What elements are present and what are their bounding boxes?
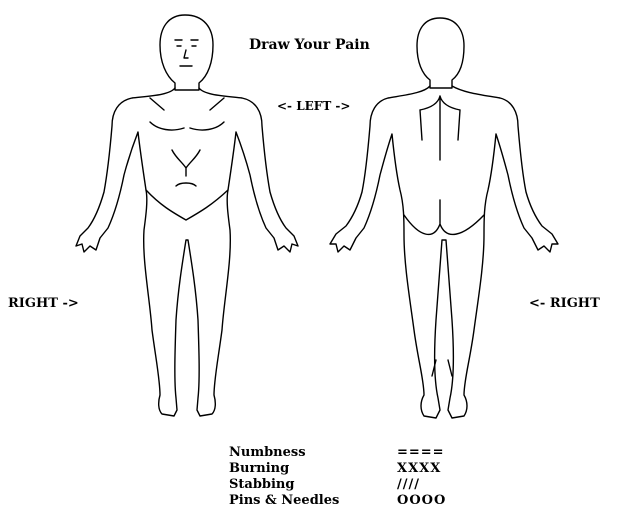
- back-body-figure: [330, 18, 558, 418]
- diagram-title: Draw Your Pain: [249, 37, 370, 53]
- legend-symbol: OOOO: [397, 493, 446, 509]
- front-body-outline: [76, 88, 298, 416]
- front-head: [160, 15, 213, 90]
- legend-name: Numbness: [229, 445, 306, 461]
- back-body-outline: [330, 86, 558, 418]
- front-face: [175, 40, 198, 66]
- front-chest-detail: [146, 98, 228, 220]
- right-label-back: <- RIGHT: [529, 296, 600, 311]
- legend-name: Pins & Needles: [229, 493, 339, 509]
- back-spine-detail: [404, 96, 484, 376]
- left-side-label: <- LEFT ->: [277, 99, 350, 113]
- legend-name: Stabbing: [229, 477, 294, 493]
- back-head: [417, 18, 464, 88]
- front-body-figure: [76, 15, 298, 416]
- legend-symbol: ////: [397, 477, 420, 493]
- legend-name: Burning: [229, 461, 289, 477]
- legend-symbol: ====: [397, 445, 445, 461]
- legend-symbol: XXXX: [397, 461, 441, 477]
- right-label-front: RIGHT ->: [8, 296, 79, 311]
